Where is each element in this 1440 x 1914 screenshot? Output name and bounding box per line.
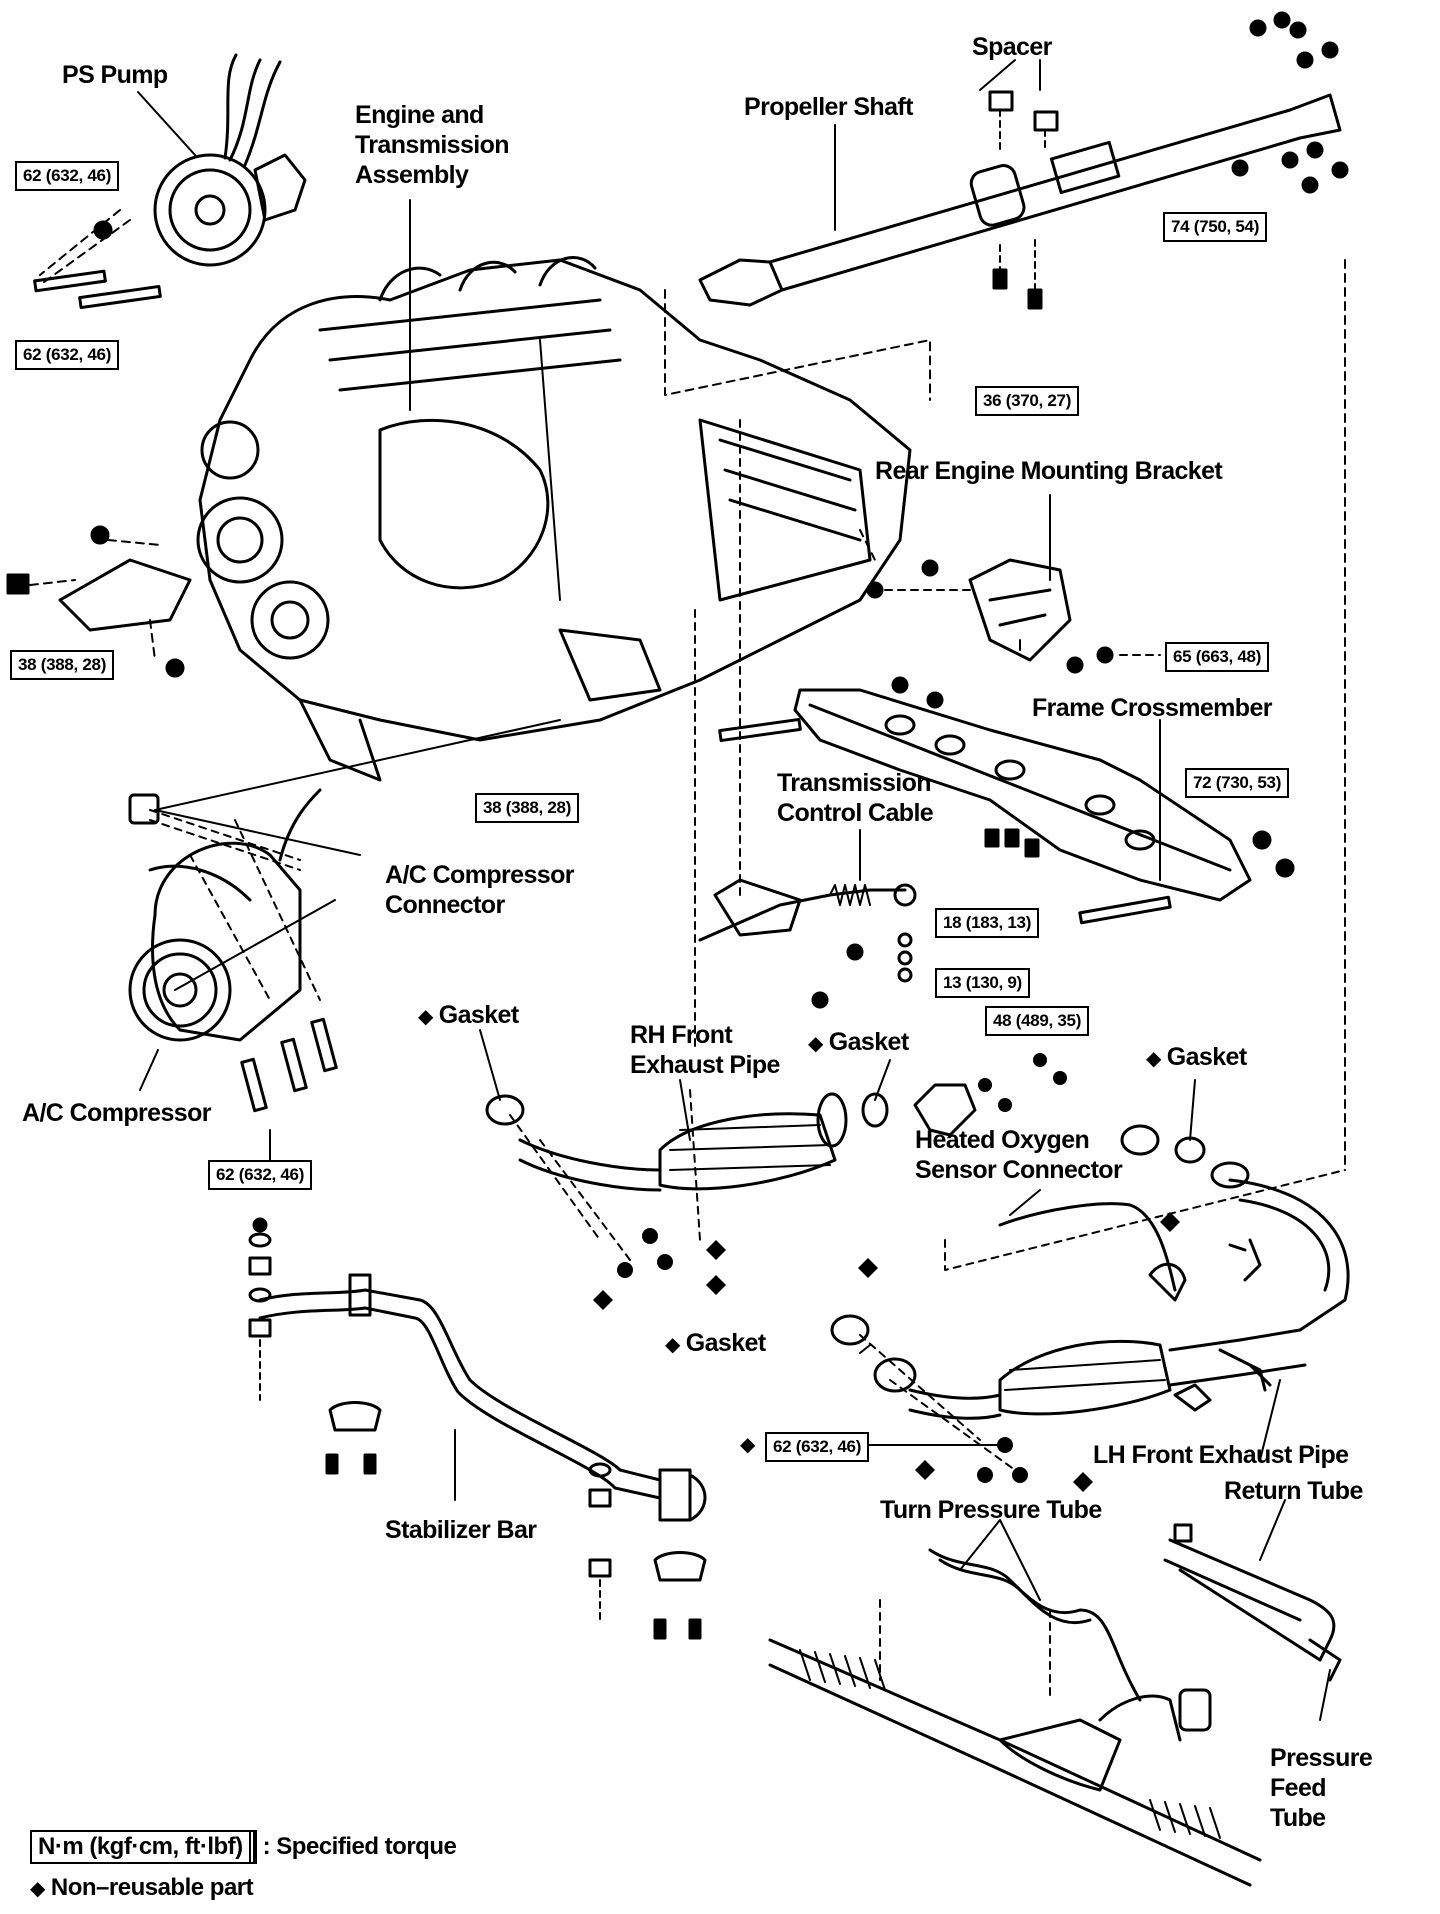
label-heated-oxygen-sensor-connector-line-1: Heated Oxygen [915,1126,1090,1154]
legend-diamond-icon: ◆ [30,1878,45,1900]
non-reusable-markers [593,1212,1180,1492]
label-spacer: Spacer [972,33,1052,61]
label-engine-assembly-line-3: Assembly [355,161,469,189]
propeller-rear-bolts [1231,11,1349,194]
oxygen-sensor-wire [998,1202,1177,1292]
torque-spec-ac-compressor: 62 (632, 46) [208,1160,313,1190]
label-gasket-text: Gasket [1166,1043,1247,1071]
propeller-shaft-drawing [698,90,1342,310]
torque-spec-ps-pump-lower: 62 (632, 46) [15,340,120,370]
oxygen-sensor-dashed [944,1169,1346,1271]
label-transmission-control-cable-line-1: Transmission [777,769,932,797]
torque-spec-propeller-center: 36 (370, 27) [975,386,1080,416]
torque-spec-crossmember-right: 72 (730, 53) [1185,768,1290,798]
torque-spec-exhaust-flange: 48 (489, 35) [985,1006,1090,1036]
transmission-control-cable-drawing [694,419,917,1051]
label-pressure-feed-tube-line-2: Feed [1270,1774,1327,1802]
label-gasket-text: Gasket [685,1329,766,1357]
torque-spec-engine-left: 38 (388, 28) [10,650,115,680]
legend-unit-text: : Specified torque [262,1833,457,1860]
ac-connector-leader [154,719,561,856]
label-rh-front-exhaust-pipe-line-1: RH Front [630,1021,733,1049]
non-reusable-marker: ◆ [665,1334,680,1356]
label-leader-lines [137,59,1331,1721]
label-pressure-feed-tube-line-1: Pressure [1270,1744,1373,1772]
torque-spec-engine-bottom: 38 (388, 28) [475,793,580,823]
torque-spec-ps-pump-upper: 62 (632, 46) [15,161,120,191]
pressure-tubes-drawing [879,1523,1342,1702]
torque-spec-rear-mount: 65 (663, 48) [1165,642,1270,672]
torque-spec-lh-exhaust: 62 (632, 46) [765,1432,870,1462]
legend-torque-units: N·m (kgf·cm, ft·lbf) : Specified torque [30,1830,457,1864]
stabilizer-bushings [248,1217,707,1640]
label-gasket-4: ◆Gasket [665,1328,766,1360]
label-engine-assembly: Engine and Transmission Assembly [355,100,510,190]
label-ac-compressor: A/C Compressor [22,1099,211,1127]
label-gasket-text: Gasket [828,1028,909,1056]
label-heated-oxygen-sensor-connector: Heated Oxygen Sensor Connector [915,1125,1123,1185]
non-reusable-marker: ◆ [418,1006,433,1028]
torque-spec-lh-exhaust-row: ◆ [740,1430,761,1460]
label-gasket-1: ◆Gasket [418,1000,519,1032]
label-frame-crossmember: Frame Crossmember [1032,694,1273,722]
label-gasket-text: Gasket [438,1001,519,1029]
label-pressure-feed-tube-line-3: Tube [1270,1804,1326,1832]
engine-assembly-drawing [196,256,912,782]
rear-engine-mount-drawing [859,529,1161,674]
non-reusable-marker: ◆ [1146,1048,1161,1070]
exhaust-nuts [617,1053,1067,1483]
legend-unit-box: N·m (kgf·cm, ft·lbf) [30,1830,251,1864]
legend-non-reusable: ◆Non–reusable part [30,1874,254,1902]
ps-pump-drawing [39,53,307,286]
lh-front-exhaust-pipe-drawing [830,1161,1350,1471]
label-transmission-control-cable-line-2: Control Cable [777,799,934,827]
label-gasket-2: ◆Gasket [808,1027,909,1059]
ac-compressor-drawing [128,788,338,1113]
label-stabilizer-bar: Stabilizer Bar [385,1516,537,1544]
label-rh-front-exhaust-pipe-line-2: Exhaust Pipe [630,1051,780,1079]
label-gasket-3: ◆Gasket [1146,1042,1247,1074]
label-rh-front-exhaust-pipe: RH Front Exhaust Pipe [630,1020,780,1080]
ac-compressor-dashes [189,819,321,1001]
label-lh-front-exhaust-pipe: LH Front Exhaust Pipe [1093,1441,1349,1469]
label-transmission-control-cable: Transmission Control Cable [777,768,934,828]
torque-spec-control-cable: 13 (130, 9) [935,968,1030,998]
torque-spec-crossmember-center: 18 (183, 13) [935,908,1040,938]
label-pressure-feed-tube: Pressure Feed Tube [1270,1743,1373,1833]
engine-left-bracket-drawing [6,525,192,678]
label-ac-compressor-connector: A/C Compressor Connector [385,860,574,920]
non-reusable-marker: ◆ [740,1434,755,1456]
label-ps-pump: PS Pump [62,61,168,89]
legend-non-reusable-text: Non–reusable part [50,1874,254,1901]
label-turn-pressure-tube: Turn Pressure Tube [880,1496,1102,1524]
label-heated-oxygen-sensor-connector-line-2: Sensor Connector [915,1156,1123,1184]
label-ac-compressor-connector-line-1: A/C Compressor [385,861,574,889]
ps-pump-bolts [33,220,162,310]
label-propeller-shaft: Propeller Shaft [744,93,913,121]
propeller-dashed-frame [664,259,1346,1171]
label-engine-assembly-line-1: Engine and [355,101,484,129]
stabilizer-bar-drawing [258,1273,707,1522]
label-ac-compressor-connector-line-2: Connector [385,891,505,919]
label-return-tube: Return Tube [1224,1477,1363,1505]
steering-rack-drawing [768,1638,1262,1887]
rh-front-exhaust-pipe-drawing [485,1083,1206,1261]
label-engine-assembly-line-2: Transmission [355,131,510,159]
non-reusable-marker: ◆ [808,1033,823,1055]
torque-spec-propeller-rear: 74 (750, 54) [1163,212,1268,242]
label-rear-engine-mounting-bracket: Rear Engine Mounting Bracket [875,457,1223,485]
